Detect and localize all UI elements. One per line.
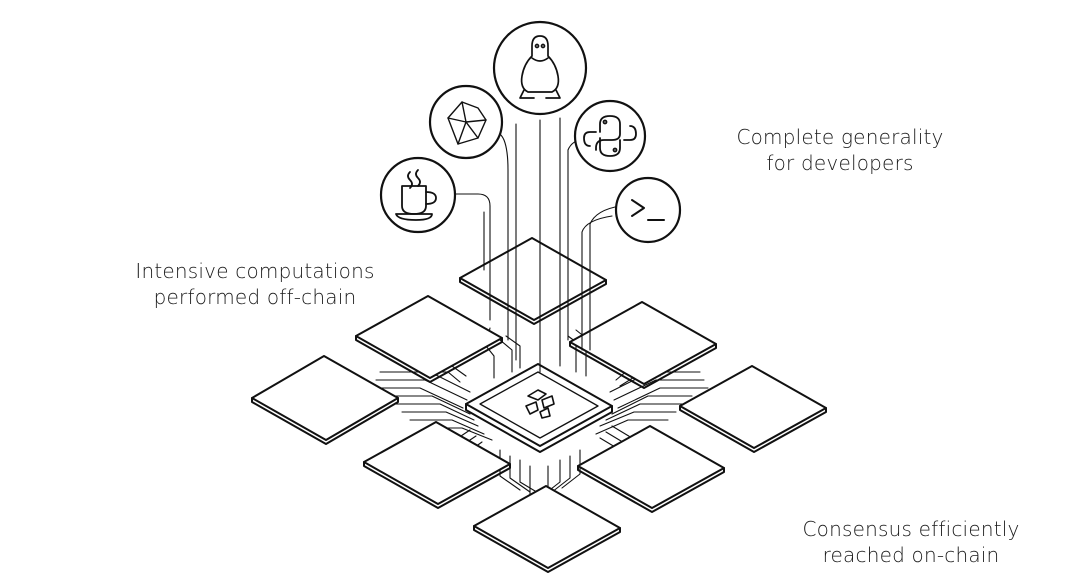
python-icon [573,99,647,173]
caption-line: Intensive computations [135,259,375,283]
tile-bottom [473,485,621,573]
tile-lower-right [577,425,725,513]
center-chip [465,363,613,453]
caption-complete-generality: Complete generality for developers [700,124,980,176]
linux-penguin-icon [492,20,588,116]
tile-right [679,365,827,453]
caption-consensus: Consensus efficiently reached on-chain [770,516,1052,568]
cartesi-logo-icon [525,389,555,419]
caption-line: Consensus efficiently [802,517,1020,541]
caption-line: for developers [766,151,914,175]
caption-line: reached on-chain [822,543,1000,567]
coffee-cup-icon [379,156,457,234]
tile-left [251,355,399,445]
caption-intensive-computations: Intensive computations performed off-cha… [110,258,400,310]
tile-lower-left [363,421,511,509]
tile-upper-right [569,301,717,389]
tile-upper-left [355,295,503,383]
tile-top [459,237,607,325]
terminal-prompt-icon [614,176,682,244]
ruby-gem-icon [428,84,504,160]
caption-line: performed off-chain [153,285,357,309]
caption-line: Complete generality [736,125,944,149]
